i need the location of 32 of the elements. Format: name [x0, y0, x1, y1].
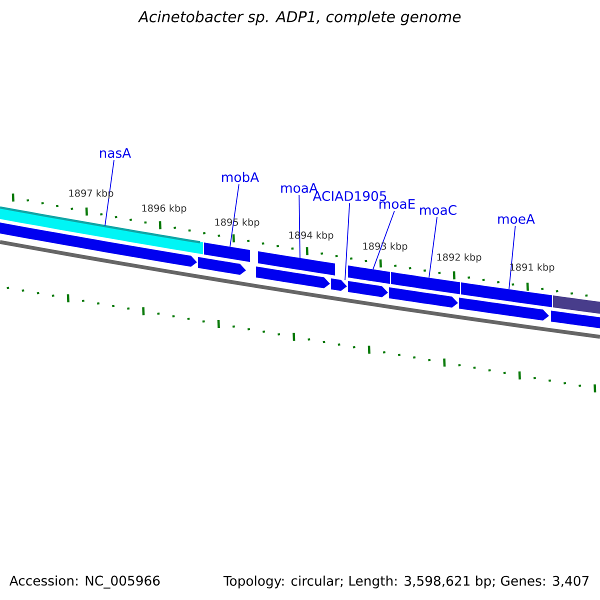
- leader-line: [508, 226, 516, 290]
- gene-block: [459, 298, 549, 321]
- gene-bar: [551, 310, 600, 328]
- accession-text: Accession: NC_005966: [9, 575, 160, 589]
- leader-line: [372, 210, 395, 270]
- gene-bar: [258, 251, 335, 276]
- gene-label: moaC: [420, 205, 456, 215]
- leader-line: [298, 194, 300, 258]
- gene-bar: [461, 282, 552, 308]
- genome-info-text: Topology: circular; Length: 3,598,621 bp; Genes: 3,407: [223, 576, 589, 588]
- gene-label: ACIAD1905: [312, 191, 386, 201]
- leader-line: [428, 216, 438, 278]
- scale-label: 1892 kbp: [437, 253, 482, 263]
- gene-block: [198, 256, 246, 275]
- gene-bar: [391, 272, 460, 294]
- gene-bar: [204, 242, 250, 262]
- gene-label: moeA: [498, 214, 535, 224]
- title: Acinetobacter sp. ADP1, complete genome: [138, 10, 461, 26]
- gene-label: mobA: [222, 172, 260, 182]
- leader-line: [230, 184, 240, 248]
- gene-block: [389, 287, 458, 308]
- gene-block: [331, 278, 347, 291]
- gene-label: moaE: [380, 199, 415, 209]
- gene-label: nasA: [100, 148, 132, 158]
- scale-label: 1896 kbp: [142, 204, 186, 214]
- gene-block: [0, 222, 197, 267]
- gene-block: [348, 281, 388, 298]
- gene-bar: [348, 266, 390, 284]
- gene-bar: [553, 295, 600, 314]
- gene-label: moaA: [281, 183, 318, 193]
- leader-line: [344, 202, 350, 280]
- gene-block: [256, 266, 330, 288]
